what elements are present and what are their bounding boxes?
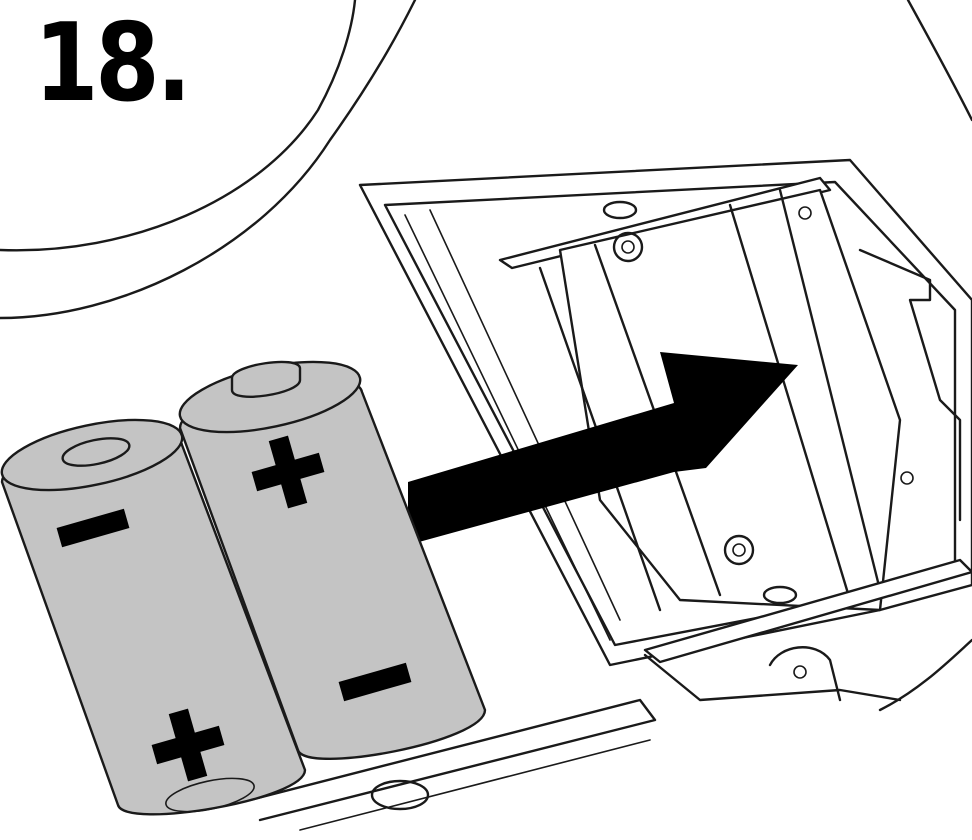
battery-right-plus-mark xyxy=(251,435,325,509)
battery-right-minus-mark xyxy=(338,662,412,702)
step-number: 18. xyxy=(34,1,192,126)
body-right-edge xyxy=(878,638,972,712)
body-right-curve xyxy=(906,0,972,122)
screw-top xyxy=(612,231,644,263)
battery-left-plus-mark xyxy=(151,708,225,782)
foot-pad xyxy=(370,779,430,811)
battery-right xyxy=(178,360,487,760)
housing-inner-curve xyxy=(0,0,357,252)
battery-left xyxy=(0,418,307,816)
arrow-right-icon xyxy=(408,352,798,545)
housing-outer-curve xyxy=(0,0,417,320)
base-ledge xyxy=(248,698,657,822)
screw-bottom xyxy=(723,534,755,566)
battery-left-minus-mark xyxy=(56,508,130,548)
